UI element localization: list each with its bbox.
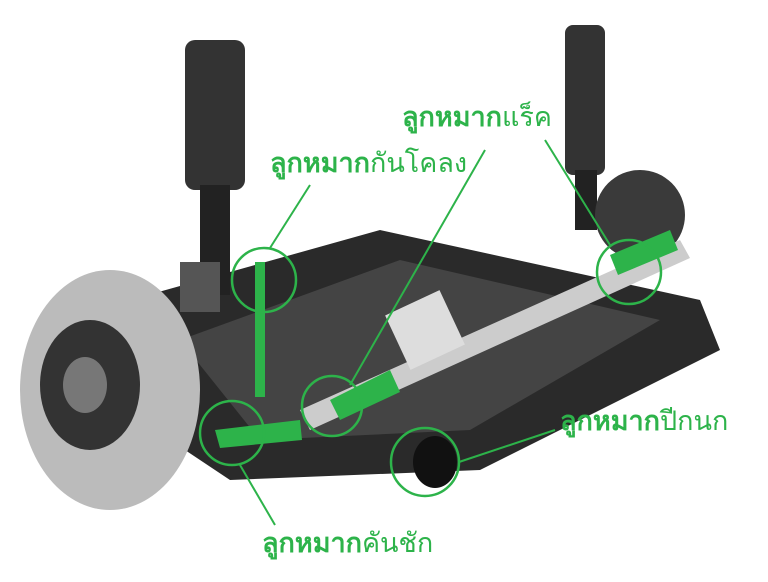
right-rack-circle	[595, 238, 663, 306]
label-tie-rod-ball-joint: ลูกหมากคันชัก	[262, 528, 434, 559]
stabilizer-circle	[230, 246, 298, 314]
label-stabilizer-ball-joint: ลูกหมากกันโคลง	[270, 148, 468, 179]
steering-rack	[300, 240, 690, 430]
tie-rod-circle	[198, 399, 266, 467]
left-strut-spring	[185, 40, 245, 190]
label-control-arm-ball-joint: ลูกหมากปีกนก	[560, 406, 729, 437]
rack-circle	[300, 374, 364, 438]
right-strut-spring	[565, 25, 605, 175]
label-rack-ball-joint: ลูกหมากแร็ค	[402, 102, 552, 133]
